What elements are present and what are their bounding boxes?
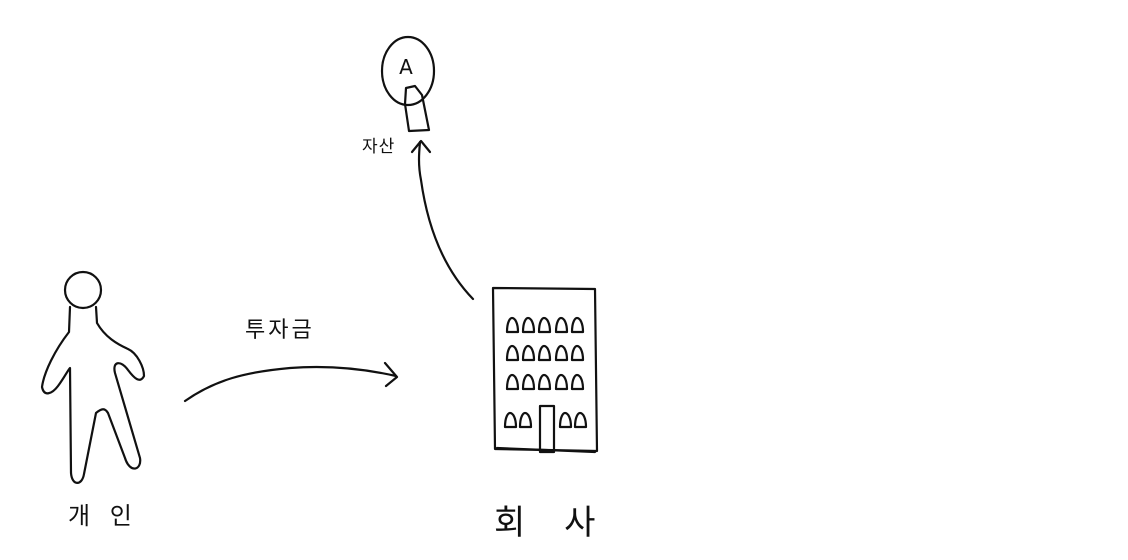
individual-label: 개 인 [68,502,138,530]
building-window [570,344,585,362]
building-window [521,373,536,391]
person-icon [40,270,146,484]
building-window [558,411,573,429]
building-windows [503,316,588,429]
building-window [521,344,536,362]
building-window [570,316,585,334]
asset-letter: A [399,55,413,79]
asset-arrow [410,139,475,301]
building-window [518,411,533,429]
building-window [537,316,552,334]
asset-label: 자산 [362,137,396,157]
building-door [538,404,556,454]
building-window [573,411,588,429]
building-window [554,344,569,362]
building-window [505,373,520,391]
building-window [537,373,552,391]
company-building-icon [491,286,599,454]
building-window [505,344,520,362]
building-window [554,316,569,334]
investment-arrow [183,361,399,403]
building-window [521,316,536,334]
building-window [503,411,518,429]
investment-label: 투자금 [245,318,315,343]
building-window [554,373,569,391]
building-window [570,373,585,391]
asset-icon: A [380,35,436,133]
building-window [505,316,520,334]
building-window [537,344,552,362]
company-label: 회 사 [494,503,610,543]
